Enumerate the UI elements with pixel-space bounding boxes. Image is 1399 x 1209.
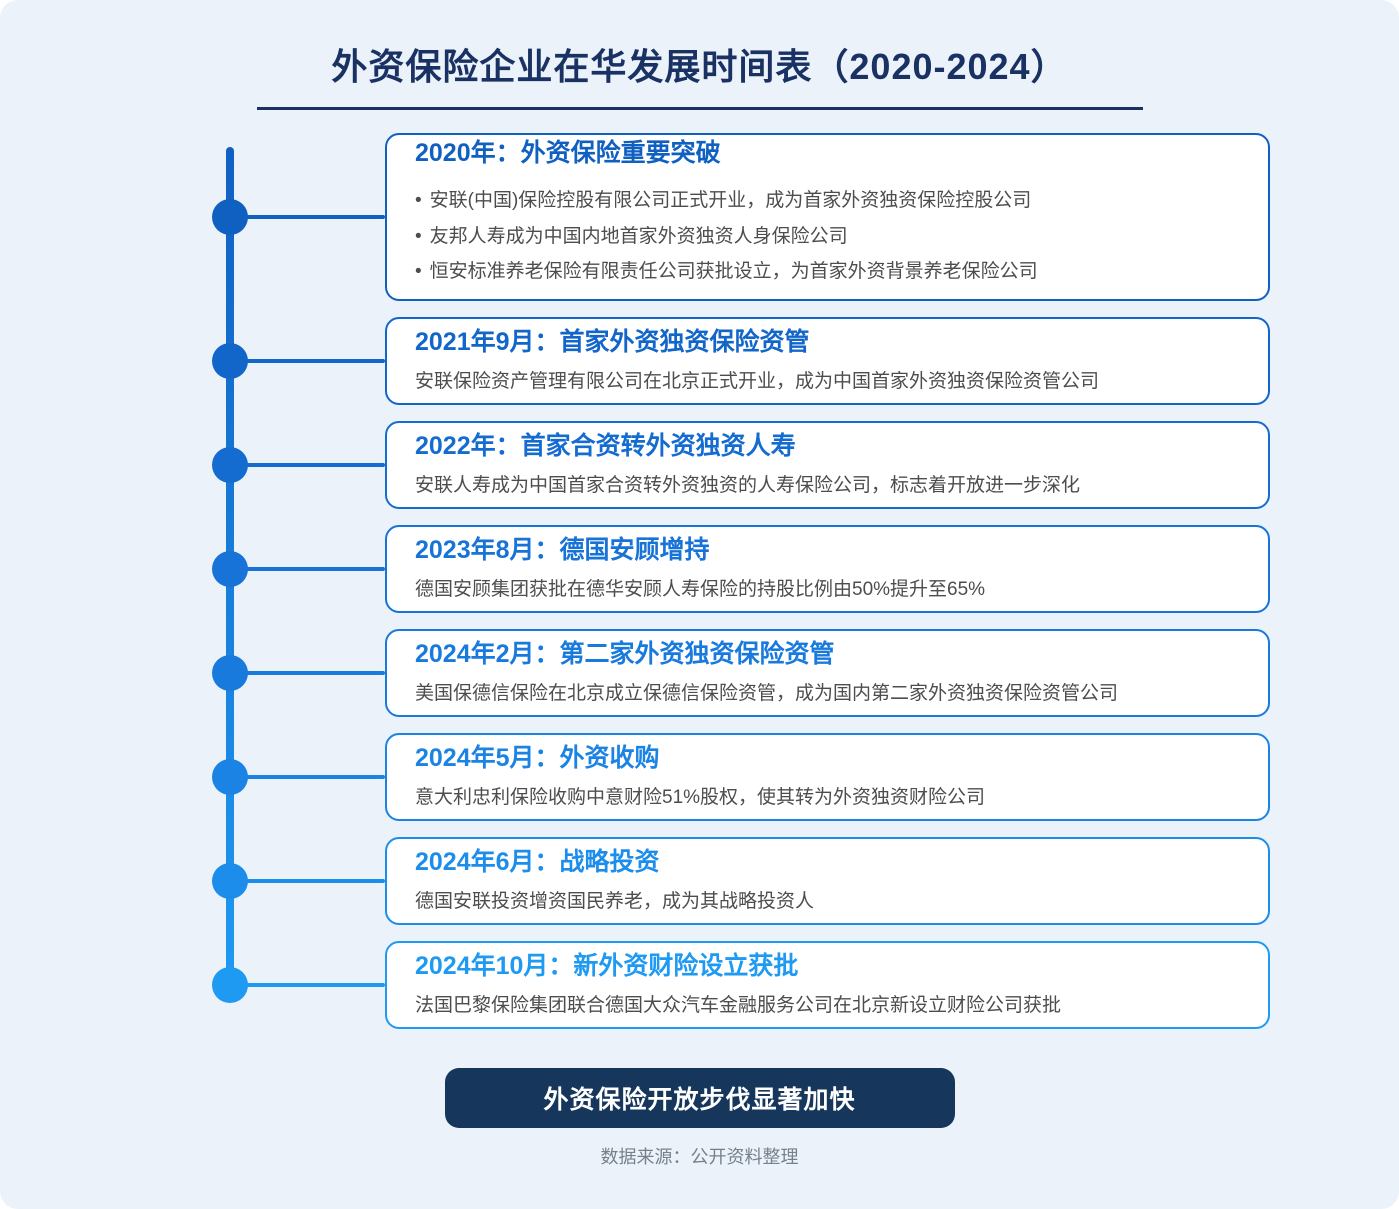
event-card: 2021年9月：首家外资独资保险资管 安联保险资产管理有限公司在北京正式开业，成… [385,317,1270,405]
timeline-node [212,733,385,821]
event-bullet-text: 友邦人寿成为中国内地首家外资独资人身保险公司 [429,225,848,247]
event-card: 2020年：外资保险重要突破 • 安联(中国)保险控股有限公司正式开业，成为首家外… [385,133,1270,301]
timeline-connector [230,775,385,779]
event-card: 2024年5月：外资收购 意大利忠利保险收购中意财险51%股权，使其转为外资独资… [385,733,1270,821]
event-description: 安联人寿成为中国首家合资转外资独资的人寿保险公司，标志着开放进一步深化 [415,475,1081,497]
data-source-note: 数据来源：公开资料整理 [600,1147,799,1167]
timeline-row: 2024年10月：新外资财险设立获批 法国巴黎保险集团联合德国大众汽车金融服务公… [212,941,1270,1029]
summary-banner: 外资保险开放步伐显著加快 [444,1068,955,1128]
bullet-marker: • [415,189,422,211]
timeline-dot [212,863,248,899]
page-title: 外资保险企业在华发展时间表（2020-2024） [331,46,1068,87]
timeline: 2020年：外资保险重要突破 • 安联(中国)保险控股有限公司正式开业，成为首家外… [212,133,1270,1029]
bullet-marker: • [415,261,422,283]
event-title: 2024年2月：第二家外资独资保险资管 [415,640,835,669]
timeline-connector [230,671,385,675]
timeline-dot [212,967,248,1003]
bullet-marker: • [415,225,422,247]
event-card: 2024年2月：第二家外资独资保险资管 美国保德信保险在北京成立保德信保险资管，… [385,629,1270,717]
timeline-row: 2022年：首家合资转外资独资人寿 安联人寿成为中国首家合资转外资独资的人寿保险… [212,421,1270,509]
timeline-node [212,941,385,1029]
timeline-row: 2024年5月：外资收购 意大利忠利保险收购中意财险51%股权，使其转为外资独资… [212,733,1270,821]
timeline-row: 2021年9月：首家外资独资保险资管 安联保险资产管理有限公司在北京正式开业，成… [212,317,1270,405]
timeline-connector [230,359,385,363]
event-card: 2022年：首家合资转外资独资人寿 安联人寿成为中国首家合资转外资独资的人寿保险… [385,421,1270,509]
event-bullet: • 友邦人寿成为中国内地首家外资独资人身保险公司 [415,225,1240,250]
event-title: 2024年6月：战略投资 [415,848,660,877]
event-card: 2023年8月：德国安顾增持 德国安顾集团获批在德华安顾人寿保险的持股比例由50… [385,525,1270,613]
event-description: 美国保德信保险在北京成立保德信保险资管，成为国内第二家外资独资保险资管公司 [415,683,1119,705]
timeline-connector [230,567,385,571]
event-bullet-text: 安联(中国)保险控股有限公司正式开业，成为首家外资独资保险控股公司 [429,189,1032,211]
event-bullet: • 恒安标准养老保险有限责任公司获批设立，为首家外资背景养老保险公司 [415,260,1240,285]
timeline-node [212,421,385,509]
event-card: 2024年10月：新外资财险设立获批 法国巴黎保险集团联合德国大众汽车金融服务公… [385,941,1270,1029]
timeline-connector [230,215,385,219]
event-title: 2021年9月：首家外资独资保险资管 [415,328,810,357]
event-description: 安联保险资产管理有限公司在北京正式开业，成为中国首家外资独资保险资管公司 [415,371,1100,393]
summary-banner-label: 外资保险开放步伐显著加快 [543,1086,856,1114]
event-description: 德国安联投资增资国民养老，成为其战略投资人 [415,891,815,913]
timeline-row: 2023年8月：德国安顾增持 德国安顾集团获批在德华安顾人寿保险的持股比例由50… [212,525,1270,613]
timeline-row: 2020年：外资保险重要突破 • 安联(中国)保险控股有限公司正式开业，成为首家外… [212,133,1270,301]
timeline-node [212,317,385,405]
timeline-dot [212,655,248,691]
event-title: 2020年：外资保险重要突破 [415,138,721,167]
header: 外资保险企业在华发展时间表（2020-2024） [0,38,1399,110]
timeline-connector [230,463,385,467]
event-title: 2024年5月：外资收购 [415,744,660,773]
timeline-node [212,525,385,613]
timeline-dot [212,759,248,795]
event-card: 2024年6月：战略投资 德国安联投资增资国民养老，成为其战略投资人 [385,837,1270,925]
timeline-node [212,629,385,717]
event-description: 德国安顾集团获批在德华安顾人寿保险的持股比例由50%提升至65% [415,579,986,601]
title-underline [256,107,1143,110]
timeline-connector [230,879,385,883]
timeline-node [212,133,385,301]
event-bullet-text: 恒安标准养老保险有限责任公司获批设立，为首家外资背景养老保险公司 [429,261,1038,283]
event-title: 2022年：首家合资转外资独资人寿 [415,432,796,461]
timeline-dot [212,447,248,483]
timeline-row: 2024年6月：战略投资 德国安联投资增资国民养老，成为其战略投资人 [212,837,1270,925]
timeline-dot [212,199,248,235]
event-description: 法国巴黎保险集团联合德国大众汽车金融服务公司在北京新设立财险公司获批 [415,995,1062,1017]
timeline-row: 2024年2月：第二家外资独资保险资管 美国保德信保险在北京成立保德信保险资管，… [212,629,1270,717]
timeline-dot [212,551,248,587]
event-title: 2024年10月：新外资财险设立获批 [415,952,799,981]
timeline-connector [230,983,385,987]
event-description: 意大利忠利保险收购中意财险51%股权，使其转为外资独资财险公司 [415,787,986,809]
timeline-dot [212,343,248,379]
event-bullet-list: • 安联(中国)保险控股有限公司正式开业，成为首家外资独资保险控股公司 • 友邦人寿… [415,178,1240,296]
event-bullet: • 安联(中国)保险控股有限公司正式开业，成为首家外资独资保险控股公司 [415,189,1240,214]
event-title: 2023年8月：德国安顾增持 [415,536,710,565]
timeline-node [212,837,385,925]
